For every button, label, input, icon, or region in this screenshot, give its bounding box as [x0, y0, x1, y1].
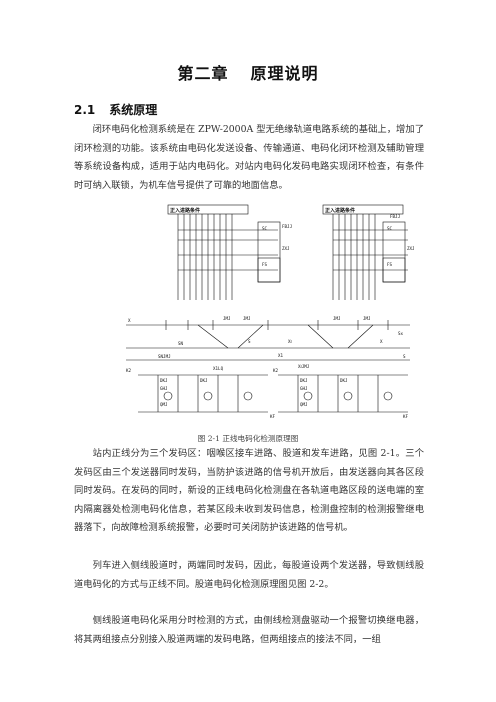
section-name: 系统原理 — [109, 103, 158, 117]
section-title: 2.1 系统原理 — [74, 101, 157, 118]
x-right-label: X — [380, 339, 383, 344]
right-zxj-label: ZXJ — [407, 246, 415, 251]
snjmj-label: SNJMJ — [158, 354, 171, 359]
chapter-name: 原理说明 — [250, 64, 319, 83]
ghj-label-1: GHJ — [160, 386, 168, 391]
right-sc-block — [382, 221, 406, 283]
left-sc-block — [257, 221, 281, 283]
left-zxj-label: ZXJ — [282, 246, 290, 251]
jmj-label-4: JMJ — [363, 316, 371, 321]
circuit-diagram: 正入进路条件 正入进路条件 SC FS SC FS FBJJ FBJJ ZXJ … — [118, 200, 418, 425]
k2-right-label: K2 — [273, 368, 279, 373]
left-box-label: 正入进路条件 — [170, 207, 200, 214]
paragraph-intro: 闭环电码化检测系统是在 ZPW-2000A 型无绝缘轨道电路系统的基础上，增加了… — [74, 124, 424, 191]
x1lq-label: X1LQ — [213, 366, 224, 371]
kf-left-label: KF — [270, 414, 276, 419]
chapter-title: 第二章 原理说明 — [0, 60, 496, 84]
sn-label: SN — [178, 341, 184, 346]
right-sc-label: SC — [387, 226, 393, 231]
left-fbjj-label: FBJJ — [282, 224, 292, 229]
paragraph-main-line: 站内正线分为三个发码区：咽喉区接车进路、股道和发车进路，见图 2-1。三个发码区… — [74, 448, 424, 533]
s-far-label: Sx — [398, 331, 404, 336]
xi-label: XⅠ — [288, 339, 292, 344]
jmj-label-1: JMJ — [223, 316, 231, 321]
section-number: 2.1 — [74, 103, 96, 117]
s-label: S — [248, 339, 251, 344]
right-fbjj-label: FBJJ — [390, 214, 400, 219]
qmj-label-2: QMJ — [300, 402, 308, 407]
paragraph-side-line: 列车进入侧线股道时，两端同时发码，因此，每股道设两个发送器，导致侧线股道电码化的… — [74, 560, 424, 590]
right-box-label: 正入进路条件 — [325, 207, 355, 214]
x1-label: X1 — [278, 353, 284, 358]
jmj-label-3: JMJ — [333, 316, 341, 321]
chapter-number: 第二章 — [177, 64, 229, 83]
x-signal-label: X — [128, 318, 131, 323]
left-sc-label: SC — [262, 226, 268, 231]
ghj-label-2: GHJ — [300, 386, 308, 391]
right-fs-label: FS — [387, 262, 393, 267]
kf-right-label: KF — [403, 414, 409, 419]
k2-left-label: K2 — [126, 368, 132, 373]
jmj-label-2: JMJ — [243, 316, 251, 321]
paragraph-time-sharing: 侧线股道电码化采用分时检测的方式，由侧线检测盘驱动一个报警切换继电器，将其两组接… — [74, 615, 424, 645]
xijmj-label: XⅠJMJ — [298, 364, 309, 369]
qmj-label-1: QMJ — [160, 402, 168, 407]
s-right-label: S — [403, 354, 406, 359]
figure-caption: 图 2-1 正线电码化检测原理图 — [197, 434, 299, 443]
dkj-label-4: DKJ — [340, 378, 348, 383]
circuit-diagram-svg: 正入进路条件 正入进路条件 SC FS SC FS FBJJ FBJJ ZXJ … — [126, 204, 415, 419]
dkj-label-1: DKJ — [160, 378, 168, 383]
left-fs-label: FS — [262, 262, 268, 267]
dkj-label-2: DKJ — [200, 378, 208, 383]
dkj-label-3: DKJ — [300, 378, 308, 383]
